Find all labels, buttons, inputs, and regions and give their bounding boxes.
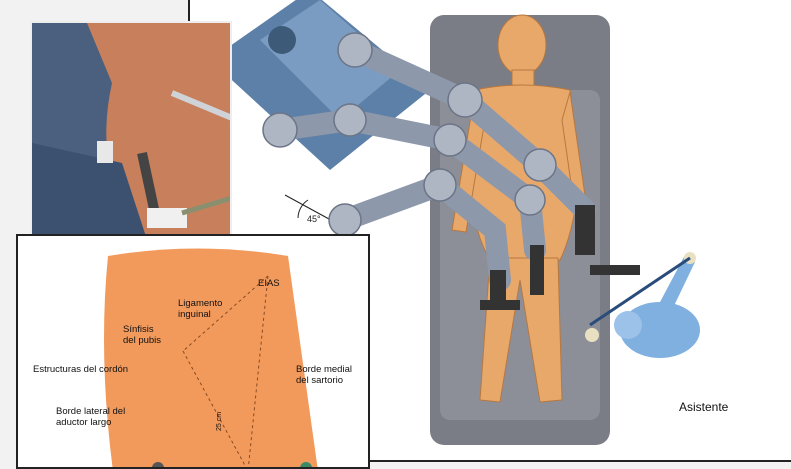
inguinal-diagram: EIAS Ligamento inguinal Sínfisis del pub… bbox=[16, 234, 370, 469]
trocar-photo bbox=[30, 21, 232, 253]
thigh-region bbox=[104, 249, 318, 469]
label-eias: EIAS bbox=[258, 278, 280, 289]
port-cap bbox=[97, 141, 113, 163]
angle-label: 45° bbox=[307, 214, 321, 224]
diagram-drawing bbox=[18, 236, 370, 469]
label-borde-lateral: Borde lateral del aductor largo bbox=[56, 406, 125, 428]
label-borde-medial: Borde medial del sartorio bbox=[296, 364, 352, 386]
label-ligamento: Ligamento inguinal bbox=[178, 298, 222, 320]
label-sinfisis: Sínfisis del pubis bbox=[123, 324, 161, 346]
label-cordon: Estructuras del cordón bbox=[33, 364, 128, 375]
assistant-label: Asistente bbox=[679, 400, 728, 414]
photo-drawing bbox=[32, 23, 232, 253]
trocar-cap bbox=[147, 208, 187, 228]
label-measure: 25 cm bbox=[214, 412, 225, 431]
